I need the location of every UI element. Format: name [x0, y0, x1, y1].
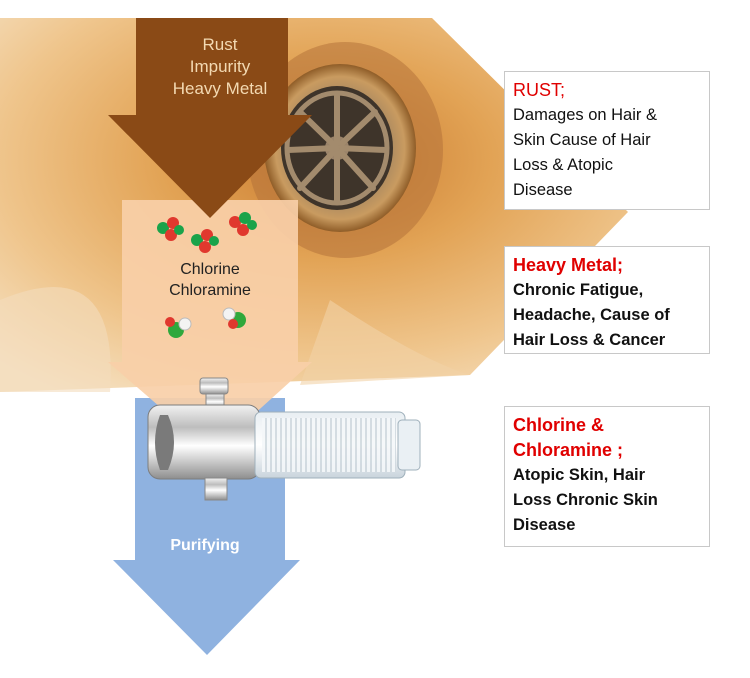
molecule-icon — [229, 212, 257, 236]
molecule-icon — [191, 229, 219, 253]
chlorine-body-line: Atopic Skin, Hair — [513, 466, 646, 484]
molecule-icon — [157, 217, 184, 241]
rust-body-line: Loss & Atopic — [513, 156, 613, 174]
heavy-metal-info-box: Heavy Metal; Chronic Fatigue, Headache, … — [504, 246, 710, 354]
chlorine-title-line: Chlorine & — [513, 415, 605, 435]
molecule-icon — [165, 317, 192, 338]
molecule-icon — [222, 307, 246, 329]
chlorine-title-line: Chloramine ; — [513, 440, 624, 460]
contaminants-label: Rust Impurity Heavy Metal — [135, 34, 305, 100]
rust-body-line: Disease — [513, 181, 573, 199]
chemical-chlorine: Chlorine — [180, 261, 240, 278]
heavy-metal-title: Heavy Metal; — [513, 255, 624, 275]
rust-body-line: Skin Cause of Hair — [513, 131, 651, 149]
rust-info-box: RUST; Damages on Hair & Skin Cause of Ha… — [504, 71, 710, 210]
chemical-chloramine: Chloramine — [169, 282, 251, 299]
rust-arrow — [108, 18, 312, 218]
chemicals-label: Chlorine Chloramine — [120, 259, 300, 301]
heavy-metal-body-line: Headache, Cause of — [513, 306, 670, 324]
purifying-label: Purifying — [170, 537, 240, 554]
contaminant-arrow — [108, 200, 312, 452]
shower-filter-icon — [147, 377, 421, 501]
chlorine-info-box: Chlorine & Chloramine ; Atopic Skin, Hai… — [504, 406, 710, 547]
chlorine-body-line: Disease — [513, 516, 576, 534]
contaminant-rust: Rust — [202, 35, 238, 54]
contaminant-impurity: Impurity — [189, 57, 251, 76]
heavy-metal-body-line: Chronic Fatigue, — [513, 281, 644, 299]
chlorine-body-line: Loss Chronic Skin — [513, 491, 658, 509]
heavy-metal-body-line: Hair Loss & Cancer — [513, 331, 666, 349]
contaminant-heavy-metal: Heavy Metal — [172, 79, 268, 98]
rust-body-line: Damages on Hair & — [513, 106, 657, 124]
rust-title: RUST; — [513, 80, 566, 100]
